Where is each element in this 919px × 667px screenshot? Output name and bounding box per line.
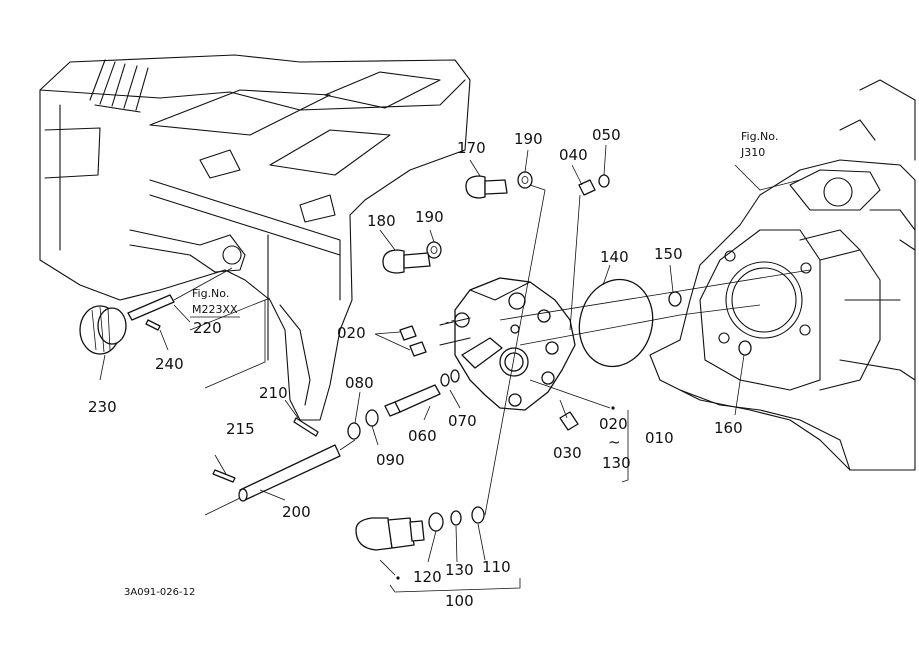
shaft-060 xyxy=(384,384,441,417)
label-020-left: 020 xyxy=(337,324,366,342)
pin-240 xyxy=(145,319,161,331)
label-030: 030 xyxy=(553,444,582,462)
bolt-170 xyxy=(465,175,508,199)
o-ring-120 xyxy=(428,512,444,532)
label-230: 230 xyxy=(88,398,117,416)
o-ring-160 xyxy=(738,340,752,356)
label-190-lower: 190 xyxy=(415,208,444,226)
washer-080 xyxy=(347,422,361,440)
o-ring-110 xyxy=(471,506,485,524)
fig-ref-right-line1: Fig.No. xyxy=(741,130,778,143)
o-ring-150 xyxy=(668,291,682,307)
label-050: 050 xyxy=(592,126,621,144)
label-210: 210 xyxy=(259,384,288,402)
drawing-code: 3A091-026-12 xyxy=(124,587,195,598)
label-220: 220 xyxy=(193,319,222,337)
label-010: 010 xyxy=(645,429,674,447)
label-130-bottom: 130 xyxy=(445,561,474,579)
label-110: 110 xyxy=(482,558,511,576)
label-080: 080 xyxy=(345,374,374,392)
screw-020-upper xyxy=(399,325,417,341)
label-215: 215 xyxy=(226,420,255,438)
part-labels: 170 190 040 050 180 190 140 150 160 020 … xyxy=(88,126,743,610)
label-140: 140 xyxy=(600,248,629,266)
label-090: 090 xyxy=(376,451,405,469)
label-020-right: 020 xyxy=(599,415,628,433)
gasket-140 xyxy=(578,278,654,368)
label-180: 180 xyxy=(367,212,396,230)
label-240: 240 xyxy=(155,355,184,373)
fig-ref-right-line2: J310 xyxy=(740,146,765,159)
bolt-180 xyxy=(382,249,431,274)
o-ring-070-a xyxy=(440,373,450,387)
screw-020-lower xyxy=(409,341,427,357)
fig-ref-left-line2: M223XX xyxy=(192,303,238,316)
label-070: 070 xyxy=(448,412,477,430)
knob-230 xyxy=(79,305,127,355)
washer-050 xyxy=(598,174,610,188)
shaft-220 xyxy=(127,294,175,321)
washer-190-lower xyxy=(426,241,442,259)
fitting-040 xyxy=(578,179,596,196)
label-170: 170 xyxy=(457,139,486,157)
leader-lines xyxy=(99,144,811,593)
figure-references: Fig.No. M223XX Fig.No. J310 xyxy=(190,130,778,318)
label-190-upper: 190 xyxy=(514,130,543,148)
washer-190-upper xyxy=(517,171,533,189)
shaft-200 xyxy=(238,444,341,502)
pump-body xyxy=(439,277,576,411)
left-housing-casting xyxy=(39,54,471,421)
valve-assembly-100 xyxy=(355,517,425,551)
right-housing-casting xyxy=(649,79,916,471)
plug-030 xyxy=(559,411,579,431)
label-100: 100 xyxy=(445,592,474,610)
label-160: 160 xyxy=(714,419,743,437)
label-200: 200 xyxy=(282,503,311,521)
label-120: 120 xyxy=(413,568,442,586)
label-tilde: ~ xyxy=(608,433,621,451)
o-ring-070-b xyxy=(450,369,460,383)
label-130-right: 130 xyxy=(602,454,631,472)
washer-130 xyxy=(450,510,462,526)
label-040: 040 xyxy=(559,146,588,164)
label-060: 060 xyxy=(408,427,437,445)
washer-090 xyxy=(365,409,379,427)
pin-210 xyxy=(293,417,319,437)
pin-215 xyxy=(212,469,236,483)
label-150: 150 xyxy=(654,245,683,263)
fig-ref-left-line1: Fig.No. xyxy=(192,287,229,300)
